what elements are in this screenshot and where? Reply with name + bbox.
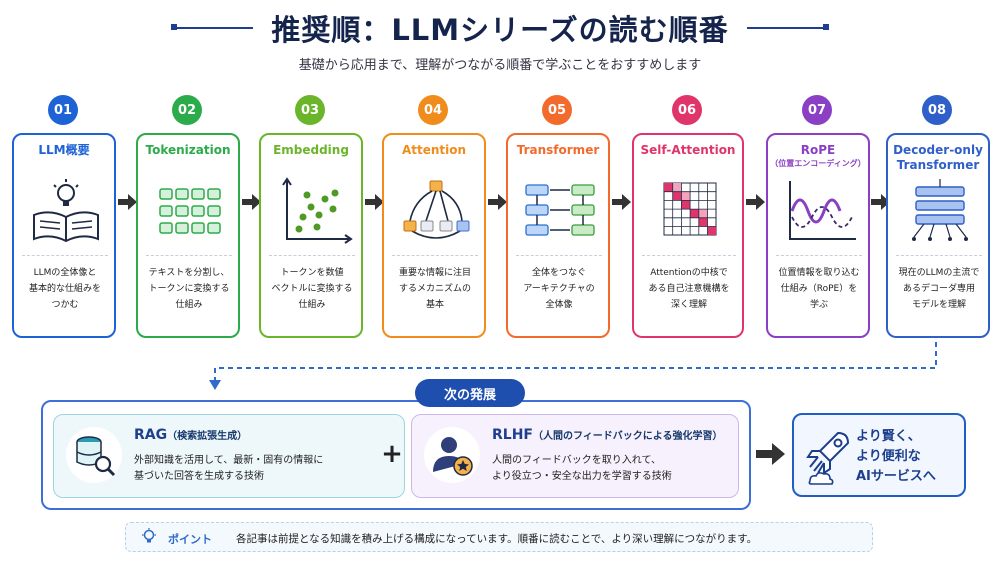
step-title: Transformer [516, 143, 600, 157]
next-development-label: 次の発展 [415, 379, 525, 407]
step-number-03: 03 [295, 95, 325, 125]
steps-flow: 01 LLM概要 LLMの全体像と基本的な仕組みをつかむ 02 Tokeniza… [10, 95, 990, 340]
step-number-07: 07 [802, 95, 832, 125]
attention-matrix-icon [663, 182, 717, 236]
transformer-blocks-icon [525, 184, 595, 236]
card-separator [776, 255, 862, 256]
arrow-right-icon [756, 443, 785, 465]
step-number-05: 05 [542, 95, 572, 125]
rag-card[interactable]: RAG（検索拡張生成） 外部知識を活用して、最新・固有の情報に基づいた回答を生成… [53, 414, 405, 498]
step-number-08: 08 [922, 95, 952, 125]
step-description: 重要な情報に注目するメカニズムの基本 [398, 268, 471, 310]
rlhf-card[interactable]: RLHF（人間のフィードバックによる強化学習） 人間のフィードバックを取り入れて… [411, 414, 739, 498]
card-separator [22, 255, 108, 256]
point-bar: ポイント 各記事は前提となる知識を積み上げる構成になっています。順番に読むことで… [125, 522, 873, 552]
database-search-icon [66, 427, 122, 483]
step-card-transformer[interactable]: Transformer 全体をつなぐアーキテクチャの全体像 [506, 133, 610, 338]
arrow-right-icon [871, 194, 890, 210]
book-lightbulb-icon [33, 179, 99, 243]
arrow-right-icon [612, 194, 631, 210]
title-line-right [746, 24, 829, 30]
card-separator [269, 255, 355, 256]
plus-sign: + [381, 439, 403, 469]
final-goal-text: より賢く、 より便利な AIサービスへ [856, 429, 936, 484]
step-title: Embedding [273, 143, 349, 157]
step-card-llm-overview[interactable]: LLM概要 LLMの全体像と基本的な仕組みをつかむ [12, 133, 116, 338]
step-description: トークンを数値ベクトルに変換する仕組み [271, 268, 353, 310]
card-separator [642, 255, 736, 256]
card-separator [896, 255, 982, 256]
step-description: 全体をつなぐアーキテクチャの全体像 [523, 268, 595, 310]
step-number-01: 01 [48, 95, 78, 125]
page-subtitle: 基礎から応用まで、理解がつながる順番で学ぶことをおすすめします [298, 58, 702, 73]
step-number-04: 04 [418, 95, 448, 125]
arrow-right-icon [488, 194, 507, 210]
step-description: 位置情報を取り込む仕組み（RoPE）を学ぶ [778, 268, 860, 310]
arrow-right-icon [242, 194, 261, 210]
rag-title: RAG（検索拡張生成） [134, 427, 248, 443]
token-grid-icon [159, 188, 221, 234]
arrow-right-icon [746, 194, 765, 210]
rag-description: 外部知識を活用して、最新・固有の情報に基づいた回答を生成する技術 [134, 455, 324, 482]
rlhf-description: 人間のフィードバックを取り入れて、より役立つ・安全な出力を学習する技術 [492, 455, 672, 482]
point-text: 各記事は前提となる知識を積み上げる構成になっています。順番に読むことで、より深い… [236, 533, 758, 545]
step-number-06: 06 [672, 95, 702, 125]
step-card-decoder-only[interactable]: Decoder-only Transformer 現在のLLMの主流であるデコー… [886, 133, 990, 338]
arrow-right-icon [365, 194, 384, 210]
attention-graph-icon [403, 180, 470, 239]
title-row: 推奨順：LLMシリーズの読む順番 [0, 6, 1000, 50]
point-label: ポイント [168, 533, 212, 546]
step-card-attention[interactable]: Attention 重要な情報に注目するメカニズムの基本 [382, 133, 486, 338]
card-separator [392, 255, 478, 256]
step-title: Attention [401, 143, 467, 157]
title-line-left [171, 24, 254, 30]
lightbulb-icon [142, 528, 156, 543]
rlhf-title: RLHF（人間のフィードバックによる強化学習） [492, 427, 723, 443]
arrow-right-icon [118, 194, 137, 210]
next-development-box: RAG（検索拡張生成） 外部知識を活用して、最新・固有の情報に基づいた回答を生成… [41, 400, 751, 510]
card-separator [516, 255, 602, 256]
page-title: 推奨順：LLMシリーズの読む順番 [271, 13, 729, 47]
step-title: LLM概要 [38, 143, 90, 157]
step-description: テキストを分割し、トークンに変換する仕組み [148, 268, 230, 310]
step-title: RoPE （位置エンコーディング） [770, 143, 866, 168]
step-description: Attentionの中核である自己注意機構を深く理解 [648, 268, 730, 310]
step-card-tokenization[interactable]: Tokenization テキストを分割し、トークンに変換する仕組み [136, 133, 240, 338]
step-title: Tokenization [145, 143, 231, 157]
step-number-02: 02 [172, 95, 202, 125]
step-card-self-attention[interactable]: Self-Attention [632, 133, 744, 338]
step-description: LLMの全体像と基本的な仕組みをつかむ [28, 268, 101, 310]
step-card-rope[interactable]: RoPE （位置エンコーディング） 位置情報を取り込む仕組み（RoPE）を学ぶ [766, 133, 870, 338]
rocket-icon [806, 431, 850, 485]
wave-icon [789, 181, 856, 240]
step-card-embedding[interactable]: Embedding トークンを数値ベクトルに変換する仕組み [259, 133, 363, 338]
scatter-plot-icon [282, 177, 353, 244]
person-star-icon [424, 427, 480, 483]
step-title: Decoder-only Transformer [893, 143, 983, 172]
decoder-stack-icon [912, 179, 968, 241]
card-separator [146, 255, 232, 256]
step-description: 現在のLLMの主流であるデコーダ専用モデルを理解 [898, 268, 980, 310]
final-goal-box: より賢く、 より便利な AIサービスへ [792, 413, 966, 497]
step-title: Self-Attention [640, 143, 736, 157]
